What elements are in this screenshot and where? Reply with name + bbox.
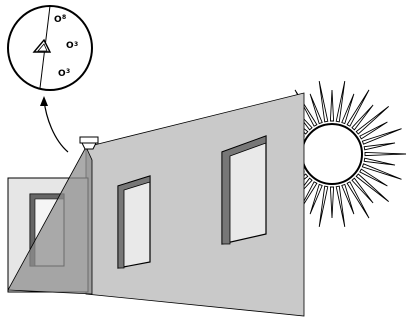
sun-ray: [365, 152, 406, 155]
dial-submark-top: 8: [62, 14, 66, 21]
dial-submark-bottom: 3: [66, 68, 70, 75]
sun-ray: [352, 105, 373, 130]
sun-ray: [352, 178, 373, 203]
sun-ray: [336, 81, 345, 122]
sun-ray: [336, 186, 345, 227]
dial-mark-middle: O: [66, 41, 74, 51]
sun-ray: [330, 187, 333, 218]
sun-ray: [362, 164, 401, 180]
sensor-dial: O 8 O 3 O 3: [8, 6, 92, 90]
sun-ray: [330, 90, 333, 121]
dial-mark-bottom: O: [58, 69, 66, 79]
dial-submark-middle: 3: [74, 41, 78, 48]
arrow-head-icon: [40, 96, 48, 106]
window-right: [222, 136, 266, 244]
sun-ray: [364, 143, 395, 150]
sun-ray: [362, 129, 401, 145]
sun-ray: [319, 186, 328, 227]
dial-mark-top: O: [54, 15, 62, 25]
sun-disc: [302, 124, 362, 184]
sun-ray: [319, 81, 328, 122]
window-middle: [118, 176, 150, 268]
sun-ray: [364, 158, 395, 165]
callout-arrow: [44, 100, 68, 152]
